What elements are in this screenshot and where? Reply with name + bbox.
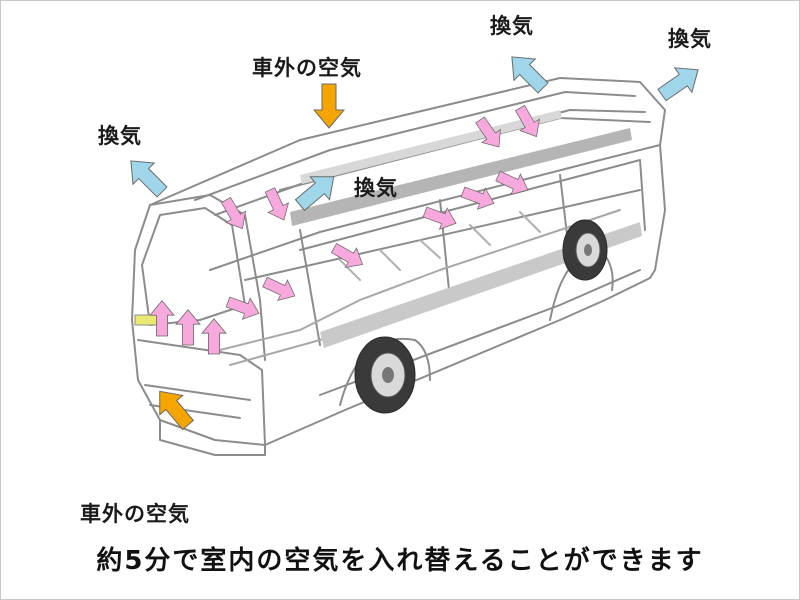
arrow-icon [458, 181, 499, 215]
rear-wheel [562, 219, 608, 281]
bus-side-stripe [290, 110, 642, 348]
arrow-icon [259, 184, 295, 226]
exhaust-label-front: 換気 [98, 124, 142, 148]
arrow-icon [259, 271, 301, 307]
exhaust-label-mid: 換気 [354, 176, 398, 200]
outside-air-label-top: 車外の空気 [252, 56, 362, 80]
caption: 約5分で室内の空気を入れ替えることができます [96, 546, 704, 576]
arrow-icon [175, 309, 201, 346]
arrow-icon [652, 56, 708, 108]
outside-air-label-bottom: 車外の空気 [80, 502, 190, 526]
arrow-icon [313, 83, 345, 129]
headlight [134, 314, 158, 326]
exhaust-label-rear-left: 換気 [490, 14, 534, 38]
exhaust-label-rear-right: 換気 [668, 27, 712, 51]
front-wheel [354, 336, 416, 414]
arrow-icon [119, 149, 174, 204]
